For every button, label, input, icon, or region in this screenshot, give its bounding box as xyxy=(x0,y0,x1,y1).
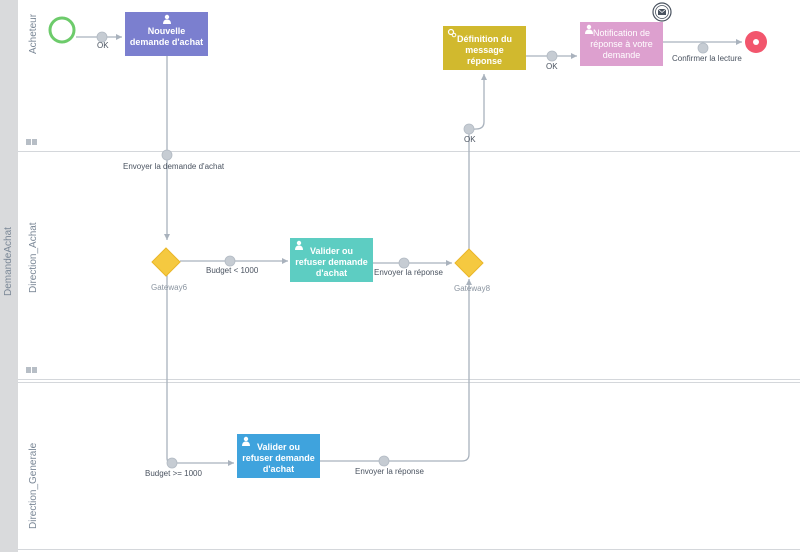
lane-divider-3 xyxy=(18,382,800,383)
user-icon xyxy=(295,240,303,250)
task-label: Définition du message réponse xyxy=(457,33,512,66)
lane-resize-icon[interactable] xyxy=(26,138,38,146)
user-icon xyxy=(242,436,250,446)
flow-handle xyxy=(96,31,108,43)
gears-icon xyxy=(447,28,457,38)
end-event-dot xyxy=(753,39,759,45)
flow-label-budget-low: Budget < 1000 xyxy=(206,266,259,275)
task-nouvelle-demande[interactable]: Nouvelle demande d'achat xyxy=(125,12,208,56)
flow-label-ok-definition: OK xyxy=(546,62,558,71)
lane-divider-1 xyxy=(18,151,800,152)
task-definition-message[interactable]: Définition du message réponse xyxy=(443,26,526,70)
user-icon xyxy=(163,14,171,24)
flow-label-confirmer: Confirmer la lecture xyxy=(672,54,742,63)
flow-handle xyxy=(166,457,178,469)
flow-label-envoyer-demande: Envoyer la demande d'achat xyxy=(123,162,225,171)
gateway6-label: Gateway6 xyxy=(151,283,188,292)
task-label: Nouvelle demande d'achat xyxy=(129,26,204,47)
flow-handle xyxy=(546,50,558,62)
start-event xyxy=(48,16,76,44)
flow-handle xyxy=(378,455,390,467)
flow-gateway6-to-generale xyxy=(166,275,234,466)
user-icon xyxy=(585,24,593,34)
lane-divider-bottom xyxy=(18,549,800,550)
flow-gateway8-to-definition xyxy=(468,74,487,249)
flow-label-budget-high: Budget >= 1000 xyxy=(145,469,202,478)
lane-divider-2 xyxy=(18,379,800,380)
flow-label-ok-gateway8: OK xyxy=(464,135,476,144)
task-notification[interactable]: Notification de réponse à votre demande xyxy=(580,22,663,66)
flow-handle xyxy=(398,257,410,269)
lane-resize-icon[interactable] xyxy=(26,366,38,374)
task-label: Notification de réponse à votre demande xyxy=(590,27,653,60)
task-valider-achat[interactable]: Valider ou refuser demande d'achat xyxy=(290,238,373,282)
gateway8 xyxy=(454,248,484,278)
flow-generale-to-gateway8 xyxy=(320,279,472,462)
flow-handle xyxy=(463,123,475,135)
flow-handle xyxy=(224,255,236,267)
task-label: Valider ou refuser demande d'achat xyxy=(242,441,315,474)
gateway8-label: Gateway8 xyxy=(454,284,491,293)
pool-header xyxy=(0,0,18,552)
flow-label-start-ok: OK xyxy=(97,41,109,50)
flow-label-envoyer-reponse-1: Envoyer la réponse xyxy=(374,268,443,277)
gateway6 xyxy=(151,247,181,277)
flow-handle xyxy=(697,42,709,54)
task-valider-generale[interactable]: Valider ou refuser demande d'achat xyxy=(237,434,320,478)
flow-label-envoyer-reponse-2: Envoyer la réponse xyxy=(355,467,424,476)
task-label: Valider ou refuser demande d'achat xyxy=(295,245,368,278)
flow-handle xyxy=(161,149,173,161)
